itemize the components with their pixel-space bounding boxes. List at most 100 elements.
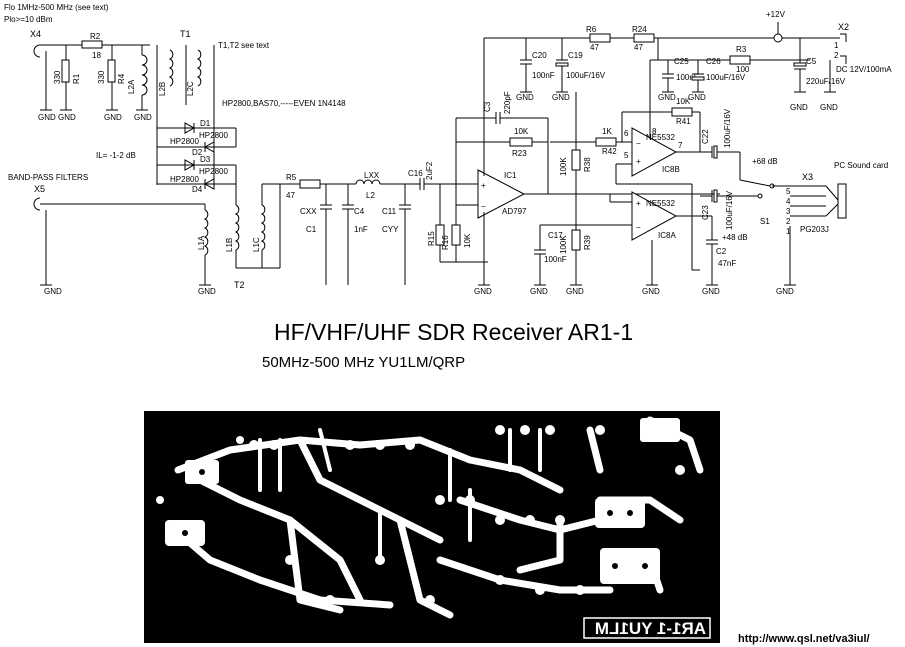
- r2-resistor: [81, 40, 103, 49]
- r39-resistor: [571, 229, 581, 251]
- r42-label: R42: [602, 147, 617, 156]
- l2c-coil: [196, 49, 202, 87]
- r3-value: 100: [736, 65, 750, 74]
- c2-label: C2: [716, 247, 727, 256]
- gnd-label: GND: [104, 113, 122, 122]
- ic8b-pin-minus: −: [636, 139, 641, 148]
- source-url: http://www.qsl.net/va3iul/: [738, 633, 870, 645]
- ic8a-pin-plus: +: [636, 199, 641, 208]
- l1c-coil: [260, 204, 266, 251]
- ad797-label: AD797: [502, 207, 527, 216]
- r4-resistor: [107, 59, 116, 83]
- l2a-label: L2A: [127, 79, 136, 94]
- gnd-label: GND: [530, 287, 548, 296]
- c16-label: C16: [408, 169, 423, 178]
- x2-label: X2: [838, 22, 849, 32]
- s1-switch: [739, 179, 771, 187]
- gnd-label: GND: [702, 287, 720, 296]
- c1-label: C1: [306, 225, 317, 234]
- l2b-label: L2B: [158, 82, 167, 96]
- r3-label: R3: [736, 45, 747, 54]
- c17-value: 100nF: [544, 255, 567, 264]
- page-subtitle: 50MHz-500 MHz YU1LM/QRP: [262, 354, 465, 371]
- ic8a-pin-minus: −: [636, 223, 641, 232]
- x4-connector: [33, 44, 41, 58]
- lxx-inductor: [355, 179, 381, 185]
- s1-label: S1: [760, 217, 770, 226]
- gnd-label: GND: [790, 103, 808, 112]
- x2-pin1: 1: [834, 41, 839, 50]
- r38-value: 100K: [559, 157, 568, 176]
- bandpass-label: BAND-PASS FILTERS: [8, 173, 88, 182]
- ic1-pin-minus: −: [481, 202, 486, 211]
- ic1-opamp: [477, 169, 526, 219]
- t1-t2-note: T1,T2 see text: [218, 41, 270, 50]
- c5-value: 220uF/16V: [806, 77, 846, 86]
- gain-68-label: +68 dB: [752, 157, 778, 166]
- r24-label: R24: [632, 25, 647, 34]
- pcb-label-box: [583, 617, 711, 639]
- r4-value: 330: [97, 70, 106, 84]
- r6-resistor: [589, 33, 611, 43]
- c26-value: 100uF/16V: [706, 73, 746, 82]
- plo-note: Plo>=10 dBm: [4, 15, 53, 24]
- gnd-label: GND: [642, 287, 660, 296]
- gnd-label: GND: [44, 287, 62, 296]
- x3-label: X3: [802, 172, 813, 182]
- r16-label: R16: [441, 235, 450, 250]
- pcb-layout: AR1-1 YU1LM: [144, 411, 720, 643]
- ic8b-label: IC8B: [662, 165, 680, 174]
- pg203j-label: PG203J: [800, 225, 829, 234]
- c11-label: C11: [382, 207, 397, 216]
- r2-value: 18: [92, 51, 101, 60]
- r4-label: R4: [117, 73, 126, 84]
- ic8a-label: IC8A: [658, 231, 676, 240]
- page-title: HF/VHF/UHF SDR Receiver AR1-1: [274, 319, 633, 345]
- r39-label: R39: [583, 235, 592, 250]
- c22-label: C22: [701, 129, 710, 144]
- r38-label: R38: [583, 157, 592, 172]
- pin8: 8: [652, 127, 657, 136]
- r6-label: R6: [586, 25, 597, 34]
- l1a-coil: [203, 209, 209, 256]
- r42-value: 1K: [602, 127, 612, 136]
- l1b-coil: [234, 204, 240, 251]
- gnd-label: GND: [658, 93, 676, 102]
- ic8a-part: NE5532: [646, 199, 675, 208]
- gnd-label: GND: [38, 113, 56, 122]
- c23-plate: [713, 189, 718, 203]
- d4-label: D4: [192, 185, 203, 194]
- d1-label: D1: [200, 119, 211, 128]
- plus12-node: [773, 33, 783, 43]
- d3-part: HP2800: [199, 167, 228, 176]
- r41-value: 10K: [676, 97, 691, 106]
- c26-plate: [691, 76, 705, 81]
- r1-label: R1: [72, 73, 81, 84]
- d2-label: D2: [192, 148, 203, 157]
- c19-value: 100uF/16V: [566, 71, 606, 80]
- t1-label: T1: [180, 29, 191, 39]
- gnd-label: GND: [776, 287, 794, 296]
- r1-value: 330: [53, 70, 62, 84]
- c4-label: C4: [354, 207, 365, 216]
- ic1-pin-plus: +: [481, 181, 486, 190]
- x3-pin5: 5: [786, 187, 791, 196]
- r15-label: R15: [427, 231, 436, 246]
- l2c-label: L2C: [186, 81, 195, 96]
- c3-label: C3: [483, 101, 492, 112]
- c25-value: 100nF: [676, 73, 699, 82]
- l1a-label: L1A: [197, 235, 206, 250]
- r39-value: 100K: [559, 235, 568, 254]
- d1-part: HP2800: [199, 131, 228, 140]
- gnd-label: GND: [688, 93, 706, 102]
- gnd-label: GND: [474, 287, 492, 296]
- ic8b-part: NE5532: [646, 133, 675, 142]
- l2b-coil: [168, 49, 174, 87]
- r5-value: 47: [286, 191, 295, 200]
- gain-48-label: +48 dB: [722, 233, 748, 242]
- c19-plate: [555, 62, 569, 67]
- r6-value: 47: [590, 43, 599, 52]
- c23-value: 100uF/16V: [725, 190, 734, 230]
